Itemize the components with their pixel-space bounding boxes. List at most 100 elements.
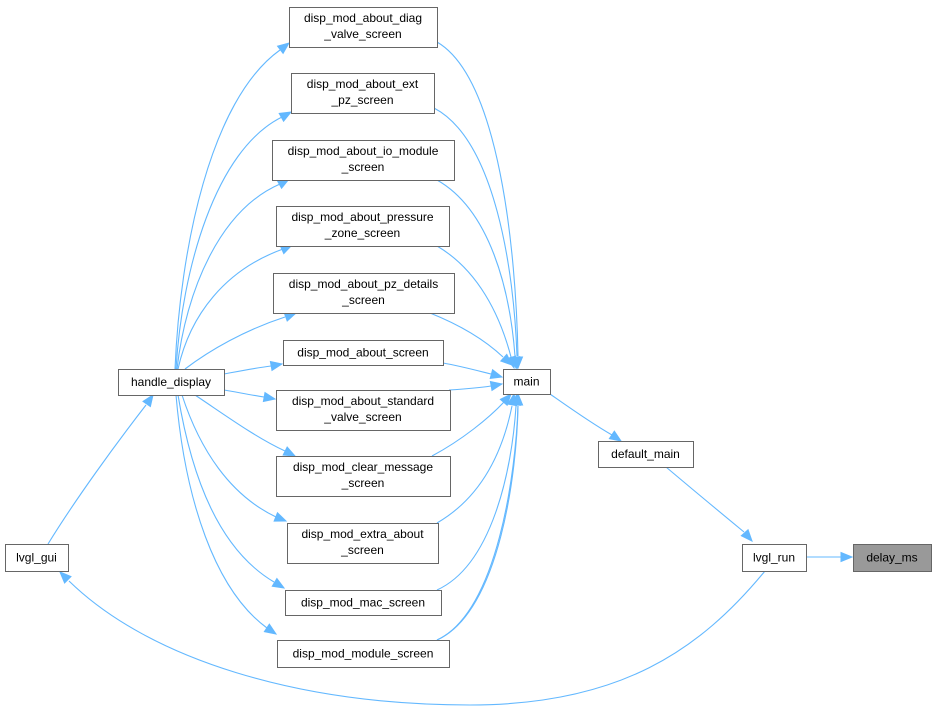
edge-line xyxy=(436,179,516,357)
edge-line xyxy=(436,41,519,357)
edge-line xyxy=(431,401,505,457)
node-box xyxy=(289,7,438,48)
edge-lvgl-run-to-delay-ms xyxy=(806,551,854,563)
edge-line xyxy=(448,385,492,391)
edge-arrowhead xyxy=(840,551,854,563)
edge-line xyxy=(177,394,275,583)
edge-pz-details-to-main xyxy=(429,312,513,366)
node-box xyxy=(291,73,435,114)
node-handle-display[interactable]: handle_display xyxy=(118,369,225,396)
edge-arrowhead xyxy=(282,446,297,457)
node-delay-ms[interactable]: delay_ms xyxy=(853,544,932,572)
edge-line xyxy=(174,49,281,370)
node-label-line: _valve_screen xyxy=(323,410,401,424)
edge-arrowhead xyxy=(269,360,284,372)
edge-main-to-default-main xyxy=(549,393,623,442)
edge-line xyxy=(429,312,504,358)
node-box xyxy=(742,544,807,572)
node-label-line: disp_mod_about_pressure xyxy=(291,210,433,224)
edge-arrowhead xyxy=(499,393,512,407)
edge-line xyxy=(68,570,766,706)
node-label-line: default_main xyxy=(611,447,680,461)
edge-line xyxy=(184,316,286,370)
node-label-line: _screen xyxy=(340,543,384,557)
node-pz-details[interactable]: disp_mod_about_pz_details_screen xyxy=(273,273,455,314)
edge-arrowhead xyxy=(263,623,278,635)
edge-line xyxy=(436,405,519,641)
edge-lvgl-gui-to-handle-display xyxy=(47,393,154,545)
node-box xyxy=(272,140,455,181)
node-about[interactable]: disp_mod_about_screen xyxy=(283,340,444,366)
node-label-line: disp_mod_about_screen xyxy=(297,346,428,360)
edge-arrowhead xyxy=(740,528,753,542)
node-box xyxy=(276,390,451,431)
node-label-line: handle_display xyxy=(131,375,211,389)
node-box xyxy=(287,523,439,564)
node-label-line: disp_mod_about_ext xyxy=(307,77,419,91)
node-main[interactable]: main xyxy=(503,369,551,395)
node-box xyxy=(5,544,69,572)
edge-arrowhead xyxy=(489,380,504,392)
edge-handle-display-to-mac xyxy=(177,394,286,589)
node-box xyxy=(277,640,450,668)
node-default-main[interactable]: default_main xyxy=(598,441,694,468)
node-label-line: disp_mod_about_io_module xyxy=(288,144,439,158)
edge-line xyxy=(175,116,283,370)
edge-handle-display-to-extra-about xyxy=(181,394,288,522)
node-mac[interactable]: disp_mod_mac_screen xyxy=(285,590,442,616)
node-diag-valve[interactable]: disp_mod_about_diag_valve_screen xyxy=(289,7,438,48)
node-io-module[interactable]: disp_mod_about_io_module_screen xyxy=(272,140,455,181)
node-label-line: _zone_screen xyxy=(324,226,400,240)
edge-line xyxy=(436,405,517,591)
node-label-line: lvgl_gui xyxy=(16,551,57,565)
edge-handle-display-to-module xyxy=(175,394,278,635)
edge-line xyxy=(436,245,512,358)
node-lvgl-run[interactable]: lvgl_run xyxy=(742,544,807,572)
node-box xyxy=(118,369,225,396)
node-label-line: main xyxy=(513,375,539,389)
edge-handle-display-to-standard-valve xyxy=(223,389,277,403)
node-clear-message[interactable]: disp_mod_clear_message_screen xyxy=(276,456,451,497)
node-extra-about[interactable]: disp_mod_extra_about _screen xyxy=(287,523,439,564)
edge-about-to-main xyxy=(442,362,504,380)
edge-line xyxy=(436,405,513,524)
edge-line xyxy=(433,107,518,357)
node-label-line: disp_mod_extra_about xyxy=(301,527,424,541)
edge-arrowhead xyxy=(142,393,154,408)
edge-line xyxy=(436,405,519,641)
node-box xyxy=(273,273,455,314)
node-label-line: _pz_screen xyxy=(330,93,393,107)
edge-line xyxy=(177,248,284,370)
node-box xyxy=(598,441,694,468)
node-lvgl-gui[interactable]: lvgl_gui xyxy=(5,544,69,572)
edge-handle-display-to-clear-message xyxy=(194,394,297,457)
node-standard-valve[interactable]: disp_mod_about_standard_valve_screen xyxy=(276,390,451,431)
edge-line xyxy=(181,394,277,518)
node-module[interactable]: disp_mod_module_screen xyxy=(277,640,450,668)
node-ext-pz[interactable]: disp_mod_about_ext _pz_screen xyxy=(291,73,435,114)
edge-arrowhead xyxy=(499,353,513,366)
edge-line xyxy=(549,393,613,436)
edge-arrowhead xyxy=(608,430,623,442)
node-label-line: _screen xyxy=(341,476,385,490)
edge-handle-display-to-io-module xyxy=(176,178,291,370)
edge-line xyxy=(175,394,268,629)
node-pressure[interactable]: disp_mod_about_pressure _zone_screen xyxy=(276,206,450,247)
edge-arrowhead xyxy=(262,391,277,403)
node-label-line: _valve_screen xyxy=(323,27,401,41)
edge-handle-display-to-diag-valve xyxy=(174,42,291,370)
edge-arrowhead xyxy=(489,368,504,380)
edge-arrowhead xyxy=(276,42,291,55)
node-box xyxy=(276,456,451,497)
edge-line xyxy=(47,404,147,545)
node-label-line: _screen xyxy=(341,293,385,307)
edge-line xyxy=(665,466,745,533)
edge-diag-valve-to-main xyxy=(436,41,524,370)
edge-handle-display-to-main xyxy=(448,380,504,392)
node-box xyxy=(276,206,450,247)
edge-line xyxy=(176,183,281,370)
edge-arrowhead xyxy=(512,392,524,406)
node-label-line: delay_ms xyxy=(866,551,917,565)
node-box xyxy=(283,340,444,366)
